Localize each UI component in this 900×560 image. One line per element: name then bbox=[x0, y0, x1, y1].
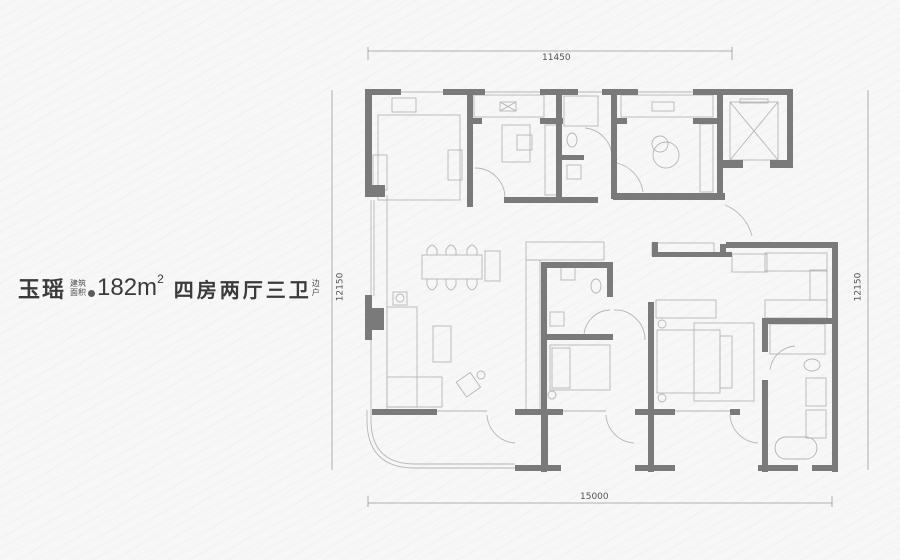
dimension-top: 11450 bbox=[542, 53, 571, 63]
floorplan-title: 玉瑶 建筑 面积 182m2 四房两厅三卫 边 户 bbox=[18, 272, 320, 304]
area-label: 建筑 面积 bbox=[70, 279, 87, 297]
layout-description: 四房两厅三卫 bbox=[173, 277, 312, 302]
project-name: 玉瑶 bbox=[18, 278, 67, 303]
walls bbox=[365, 89, 838, 472]
area-value: 182m2 bbox=[97, 272, 164, 301]
unit-type-label: 边 户 bbox=[311, 279, 320, 297]
dimension-bottom: 15000 bbox=[580, 492, 609, 502]
bullet-dot-icon bbox=[88, 290, 96, 297]
dimension-lines bbox=[331, 47, 869, 507]
